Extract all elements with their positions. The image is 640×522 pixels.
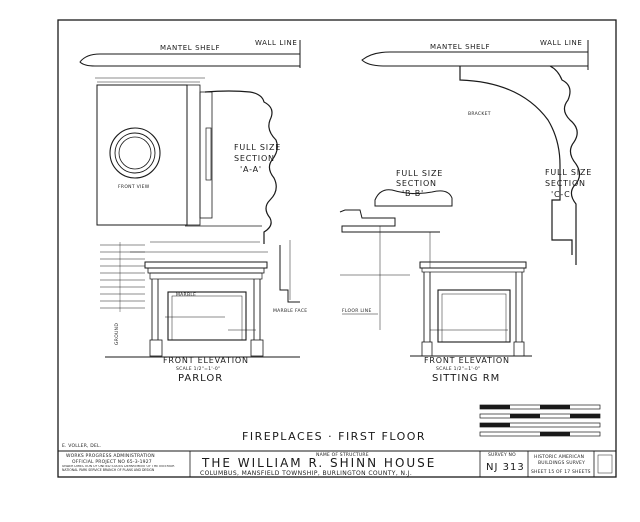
- sitting-room-elevation: [410, 261, 532, 357]
- marble-label: MARBLE: [176, 292, 196, 298]
- sitting-room-name: SITTING RM: [432, 373, 500, 384]
- bracket-profile: [459, 66, 573, 255]
- cornice-profile-right: [339, 209, 440, 233]
- section-c-name: SECTION: [545, 179, 586, 188]
- sheet-border: [57, 19, 617, 478]
- section-c-title: FULL SIZE: [545, 168, 592, 177]
- structure-name: THE WILLIAM R. SHINN HOUSE: [201, 456, 436, 470]
- survey-org-line-1: HISTORIC AMERICAN: [534, 454, 584, 460]
- marble-face-label: MARBLE FACE: [273, 308, 307, 314]
- parlor-room-name: PARLOR: [178, 373, 223, 384]
- mantel-shelf-label-left: MANTEL SHELF: [160, 44, 220, 52]
- mantel-shelf-profile-right: [361, 51, 589, 67]
- mantel-shelf-profile-left: [79, 53, 301, 67]
- front-view-label: FRONT VIEW: [118, 184, 150, 190]
- section-b-title: FULL SIZE: [396, 169, 443, 178]
- survey-org-line-2: BUILDINGS SURVEY: [538, 460, 585, 466]
- bracket-label: BRACKET: [468, 111, 491, 117]
- section-a-name: SECTION: [234, 154, 275, 163]
- sheet-number: SHEET 15 OF 17 SHEETS: [531, 469, 591, 475]
- section-b-profile: [374, 189, 453, 207]
- brick-hatching-left: [100, 242, 145, 312]
- marble-face-profile: [279, 245, 300, 303]
- section-b-name: SECTION: [396, 179, 437, 188]
- section-a-mark: 'A-A': [240, 165, 262, 174]
- title-block: E. VOLLER, DEL. WORKS PROGRESS ADMINISTR…: [58, 443, 616, 477]
- agency-note: UNDER DIRECTION OF UNITED STATES DEPARTM…: [62, 465, 175, 472]
- section-a-title: FULL SIZE: [234, 143, 281, 152]
- parlor-elevation-scale: SCALE 1/2"=1'-0": [176, 366, 220, 372]
- sitting-room-elevation-title: FRONT ELEVATION: [424, 356, 510, 365]
- wall-line-label-left: WALL LINE: [255, 39, 297, 47]
- graphic-scales: [479, 404, 601, 437]
- sitting-room-elevation-scale: SCALE 1/2"=1'-0": [436, 366, 480, 372]
- wall-line-label-right: WALL LINE: [540, 39, 582, 47]
- section-b-mark: 'B-B': [402, 189, 424, 198]
- section-a-profile: [204, 90, 278, 244]
- section-c-mark: 'C-C': [551, 190, 573, 199]
- sitting-room-firebox: [437, 289, 511, 343]
- sheet-title: FIREPLACES · FIRST FLOOR: [242, 430, 426, 443]
- right-views: MANTEL SHELF WALL LINE BRACKET FULL SIZE…: [339, 39, 592, 384]
- name-caption: NAME OF STRUCTURE: [316, 452, 369, 458]
- survey-caption: SURVEY NO: [488, 452, 516, 458]
- ground-label: GROUND: [114, 323, 120, 345]
- parlor-firebox: [167, 291, 247, 341]
- parlor-elevation: [105, 261, 300, 358]
- agency-name: WORKS PROGRESS ADMINISTRATION: [66, 453, 155, 459]
- parlor-elevation-title: FRONT ELEVATION: [163, 356, 249, 365]
- mantel-shelf-label-right: MANTEL SHELF: [430, 43, 490, 51]
- location: COLUMBUS, MANSFIELD TOWNSHIP, BURLINGTON…: [200, 470, 412, 477]
- delineator: E. VOLLER, DEL.: [62, 443, 101, 449]
- left-views: MANTEL SHELF WALL LINE FRONT VIEW FULL S…: [79, 39, 307, 384]
- survey-number: NJ 313: [486, 462, 525, 473]
- floor-line-label: FLOOR LINE: [342, 308, 372, 314]
- rosette-outer: [109, 127, 161, 179]
- project-number: OFFICIAL PROJECT NO 65-3-1927: [72, 459, 152, 465]
